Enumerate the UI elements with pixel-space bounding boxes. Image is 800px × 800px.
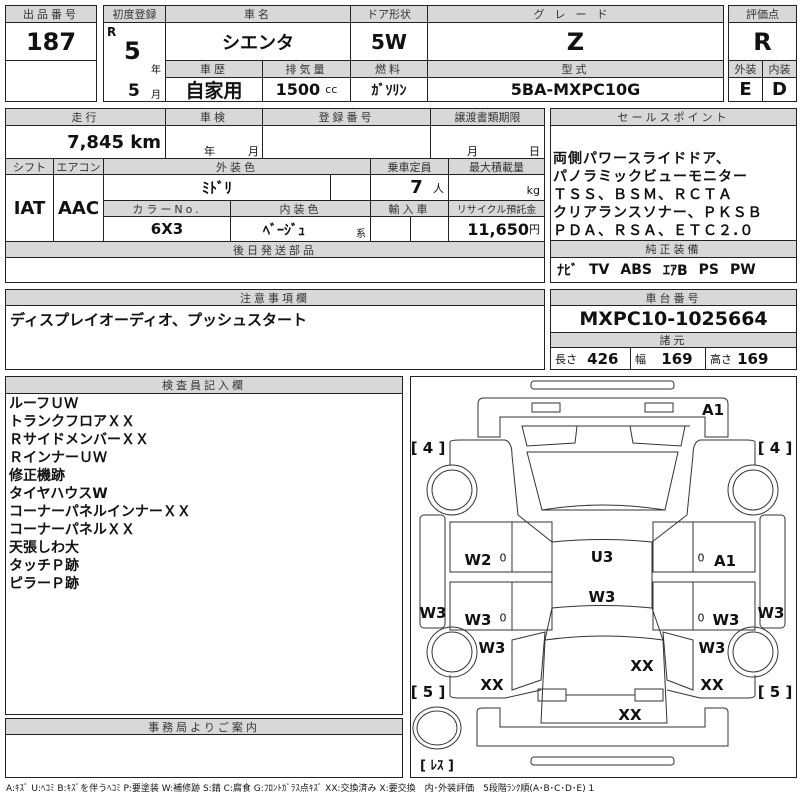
inspection-year-unit: 年: [204, 145, 215, 158]
reg-month: 5: [128, 81, 140, 101]
reg-year: 5: [124, 37, 141, 65]
damage-mark: 0: [697, 611, 705, 625]
interior-score: D: [762, 77, 797, 102]
inspector-line: コーナーパネルインナーＸＸ: [9, 504, 191, 520]
inspector-line: ＲサイドメンバーＸＸ: [9, 432, 149, 448]
length: 426: [587, 349, 619, 368]
equipment-item: TV: [589, 262, 610, 278]
sales-line: ＴＳＳ、ＢＳＭ、ＲＣＴＡ: [553, 187, 733, 203]
sales-label: セールスポイント: [550, 108, 797, 126]
office-notes: [5, 734, 403, 778]
inspector-line: 修正機跡: [9, 468, 65, 484]
width: 169: [661, 349, 693, 368]
height: 169: [737, 349, 769, 368]
sales-line: 両側パワースライドドア、: [553, 151, 731, 167]
equipment-item: PS: [698, 262, 719, 278]
displacement: 1500: [275, 80, 321, 99]
damage-mark: 0: [697, 551, 705, 565]
sales-points: 両側パワースライドドア、 パノラミックビューモニター ＴＳＳ、ＢＳＭ、ＲＣＴＡ …: [550, 125, 797, 241]
height-cell: 高さ 169: [705, 347, 797, 370]
equipment-list: ﾅﾋﾞ TV ABS ｴｱB PS PW: [550, 257, 797, 283]
inspector-line: トランクフロアＸＸ: [9, 414, 135, 430]
sales-line: ＰＤＡ、ＲＳＡ、ＥＴＣ２.０: [553, 223, 755, 239]
inspector-line: タイヤハウスW: [9, 486, 108, 502]
capacity-unit: 人: [433, 181, 444, 195]
era: R: [107, 25, 117, 39]
month-unit: 月: [151, 90, 161, 101]
grade-label: グレード: [427, 5, 724, 23]
damage-mark: W3: [478, 639, 506, 657]
transfer-label: 譲渡書類期限: [430, 108, 545, 126]
damage-mark: XX: [700, 676, 724, 694]
inspector-notes: ルーフＵＷ トランクフロアＸＸ ＲサイドメンバーＸＸ ＲインナーＵＷ 修正機跡 …: [5, 393, 403, 715]
int-color-suffix: 系: [356, 229, 366, 240]
equipment-item: ｴｱB: [662, 263, 688, 279]
damage-mark: W3: [419, 604, 447, 622]
sales-line: クリアランスソナー、ＰＫＳＢ: [553, 205, 763, 221]
damage-mark: XX: [480, 676, 504, 694]
year-unit: 年: [151, 65, 161, 76]
tire-depth-mark: [ 4 ]: [757, 439, 793, 457]
damage-mark: A1: [701, 401, 725, 419]
transfer-month-unit: 月: [467, 145, 478, 158]
damage-mark: XX: [618, 706, 642, 724]
inspection-month-unit: 月: [248, 145, 259, 158]
history-label: 車歴: [165, 60, 263, 78]
legend: A:ｷｽﾞ U:ﾍｺﾐ B:ｷｽﾞを伴うﾍｺﾐ P:要塗装 W:補修跡 S:錆 …: [6, 784, 595, 794]
inspector-line: コーナーパネルＸＸ: [9, 522, 135, 538]
height-label: 高さ: [710, 352, 732, 366]
spare-tire-mark: [ ﾚｽ ]: [420, 758, 454, 774]
inspector-line: タッチＰ跡: [9, 558, 79, 574]
damage-mark: W3: [698, 639, 726, 657]
length-cell: 長さ 426: [550, 347, 631, 370]
inspector-line: 天張しわ大: [9, 540, 79, 556]
recycle-fee: 11,650: [467, 219, 529, 239]
tire-depth-mark: [ 5 ]: [410, 683, 446, 701]
notes: ディスプレイオーディオ、プッシュスタート: [5, 305, 545, 370]
ac-label: エアコン: [53, 158, 104, 175]
equipment-item: ﾅﾋﾞ: [557, 263, 578, 279]
equipment-item: PW: [730, 262, 756, 278]
tire-depth-mark: [ 5 ]: [757, 683, 793, 701]
displacement-cell: 1500 cc: [262, 77, 351, 102]
damage-mark: W3: [757, 604, 785, 622]
inspector-line: ルーフＵＷ: [9, 396, 79, 412]
model-code: 5BA-MXPC10G: [427, 77, 724, 102]
later-parts: [5, 257, 545, 283]
sales-line: パノラミックビューモニター: [553, 169, 748, 185]
int-color: ﾍﾞｰｼﾞｭ: [263, 223, 305, 239]
damage-mark: W2: [464, 551, 492, 569]
inspector-line: ピラーＰ跡: [9, 576, 79, 592]
damage-mark: W3: [712, 611, 740, 629]
cc-unit: cc: [325, 83, 338, 96]
inspector-line: ＲインナーＵＷ: [9, 450, 107, 466]
damage-mark: U3: [590, 548, 614, 566]
exterior-label: 外装: [728, 60, 763, 78]
transfer-day-unit: 日: [529, 145, 540, 158]
width-label: 幅: [635, 352, 646, 366]
damage-mark: A1: [713, 552, 737, 570]
lot-blank: [5, 60, 97, 102]
damage-diagram: [410, 376, 797, 778]
capacity: 7: [410, 177, 423, 198]
damage-mark: XX: [630, 657, 654, 675]
damage-mark: 0: [499, 551, 507, 565]
equipment-item: ABS: [620, 262, 652, 278]
damage-mark: 0: [499, 611, 507, 625]
tire-depth-mark: [ 4 ]: [410, 439, 446, 457]
damage-mark: W3: [464, 611, 492, 629]
yen-unit: 円: [529, 223, 540, 236]
damage-mark: W3: [588, 588, 616, 606]
length-label: 長さ: [555, 352, 577, 366]
